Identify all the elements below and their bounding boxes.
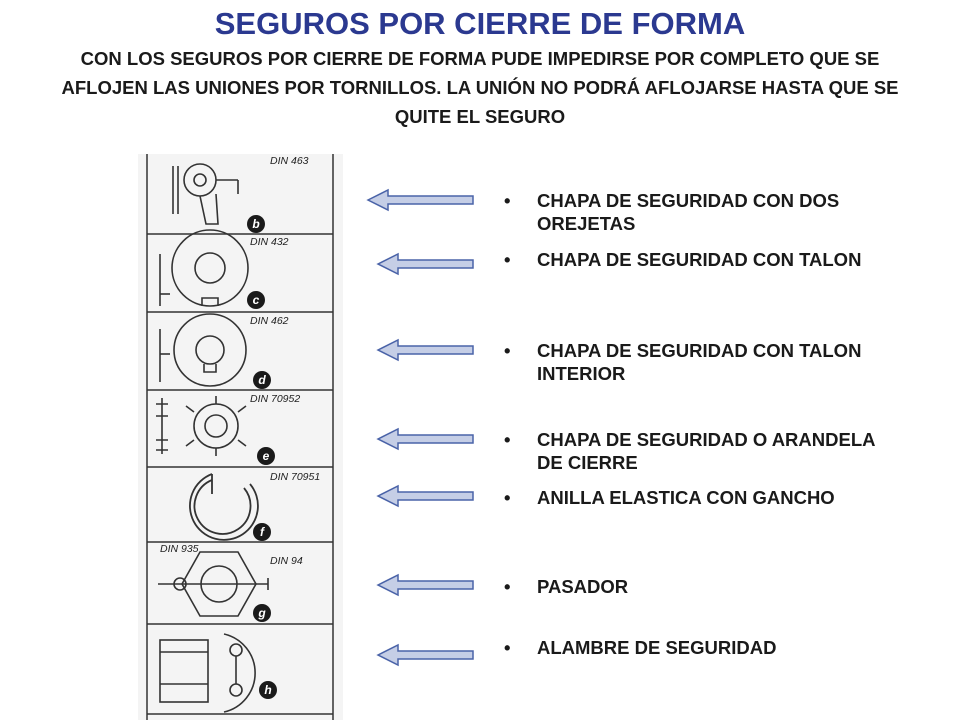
bullet-marker: •: [504, 487, 511, 508]
bullet-marker: •: [504, 637, 511, 658]
pointer-arrow-icon: [376, 338, 474, 362]
technical-drawing: DIN 463 DIN 432 DIN 462 DIN 70952 DIN 70…: [138, 154, 343, 720]
drawing-panel-h: [159, 633, 256, 713]
arrow-shape: [376, 338, 474, 362]
panel-dividers: [147, 233, 333, 715]
drawing-panel-d: [159, 313, 247, 387]
pointer-arrow-icon: [366, 188, 474, 212]
page-title: SEGUROS POR CIERRE DE FORMA: [214, 6, 746, 41]
din-label: DIN 463: [270, 155, 309, 167]
drawing-panel-b: [172, 163, 239, 225]
bullet-marker: •: [504, 249, 511, 270]
panel-letter: e: [263, 449, 270, 463]
din-label: DIN 462: [250, 315, 289, 327]
panel-letter: b: [252, 217, 259, 231]
din-label: DIN 70951: [270, 471, 320, 483]
drawing-panel-f: [189, 473, 259, 541]
bullet-marker: •: [504, 576, 511, 597]
list-item-label: ANILLA ELASTICA CON GANCHO: [537, 487, 835, 508]
din-label: DIN 94: [270, 555, 303, 567]
bullet-marker: •: [504, 190, 511, 211]
pointer-arrow-icon: [376, 484, 474, 508]
list-item-label: CHAPA DE SEGURIDAD O ARANDELA DE CIERRE: [537, 429, 875, 473]
din-label: DIN 70952: [250, 393, 300, 405]
bullet-marker: •: [504, 340, 511, 361]
arrow-shape: [376, 643, 474, 667]
list-item-label: PASADOR: [537, 576, 629, 597]
panel-letter: h: [264, 683, 271, 697]
arrow-shape: [376, 252, 474, 276]
din-label: DIN 432: [250, 236, 289, 248]
bullet-marker: •: [504, 429, 511, 450]
pointer-arrow-icon: [376, 427, 474, 451]
list-item-label: CHAPA DE SEGURIDAD CON TALON: [537, 249, 862, 270]
din-label: DIN 935: [160, 543, 199, 555]
drawing-panel-c: [159, 229, 249, 307]
arrow-shape: [376, 427, 474, 451]
panel-letter: d: [258, 373, 266, 387]
pointer-arrow-icon: [376, 252, 474, 276]
panel-letter: f: [260, 525, 265, 539]
list-item-label: CHAPA DE SEGURIDAD CON DOS OREJETAS: [537, 190, 840, 234]
pointer-arrow-icon: [376, 643, 474, 667]
drawing-panel-g: [158, 551, 269, 617]
list-item-label: CHAPA DE SEGURIDAD CON TALON INTERIOR: [537, 340, 862, 384]
drawing-panel-e: [156, 396, 247, 456]
arrow-shape: [376, 484, 474, 508]
arrow-shape: [366, 188, 474, 212]
pointer-arrow-icon: [376, 573, 474, 597]
list-item-label: ALAMBRE DE SEGURIDAD: [537, 637, 777, 658]
panel-letters: b c d e f g h: [247, 215, 277, 699]
panel-letter: g: [257, 606, 266, 620]
panel-letter: c: [253, 293, 260, 307]
page-subtitle: CON LOS SEGUROS POR CIERRE DE FORMA PUDE…: [61, 48, 899, 127]
arrow-shape: [376, 573, 474, 597]
